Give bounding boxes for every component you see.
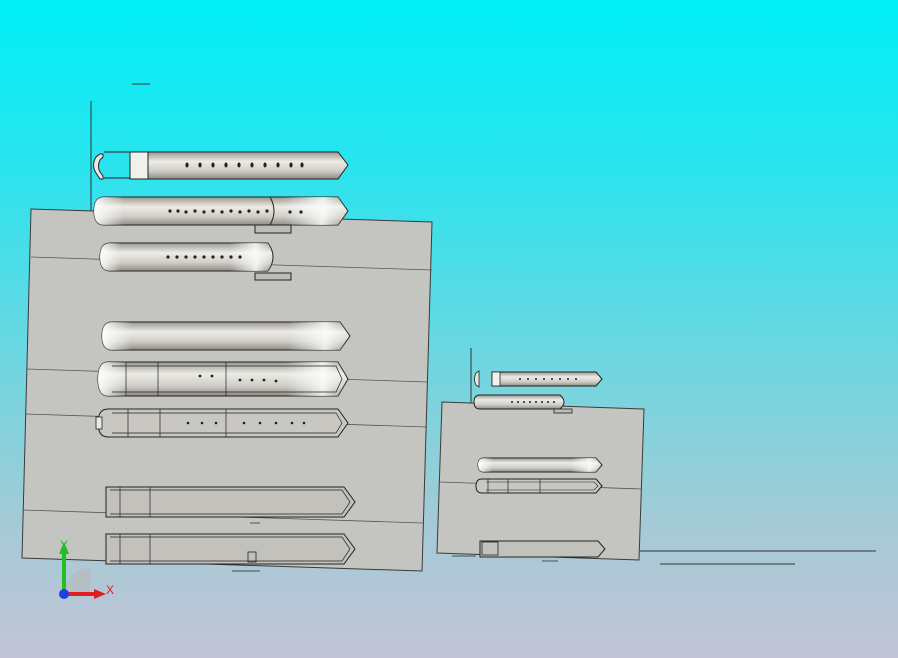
y-axis-label: Y bbox=[60, 538, 68, 552]
small-strap-with-buckle[interactable] bbox=[474, 370, 603, 388]
triad-plane-icon bbox=[64, 568, 90, 594]
watch-strap-6[interactable] bbox=[95, 408, 349, 438]
watch-strap-3[interactable] bbox=[99, 242, 292, 281]
small-strap-4[interactable] bbox=[475, 478, 603, 494]
z-axis-icon bbox=[59, 589, 69, 599]
watch-strap-5[interactable] bbox=[97, 361, 349, 397]
watch-strap-8[interactable] bbox=[105, 533, 356, 572]
x-axis-label: X bbox=[106, 583, 114, 597]
small-strap-5[interactable] bbox=[452, 540, 606, 562]
watch-strap-with-buckle[interactable] bbox=[93, 151, 349, 180]
small-strap-3[interactable] bbox=[477, 457, 603, 473]
watch-strap-2[interactable] bbox=[93, 196, 349, 234]
watch-strap-4[interactable] bbox=[101, 321, 351, 351]
small-strap-2[interactable] bbox=[473, 394, 573, 414]
watch-strap-7[interactable] bbox=[105, 486, 356, 524]
axis-triad: X Y bbox=[59, 538, 114, 599]
